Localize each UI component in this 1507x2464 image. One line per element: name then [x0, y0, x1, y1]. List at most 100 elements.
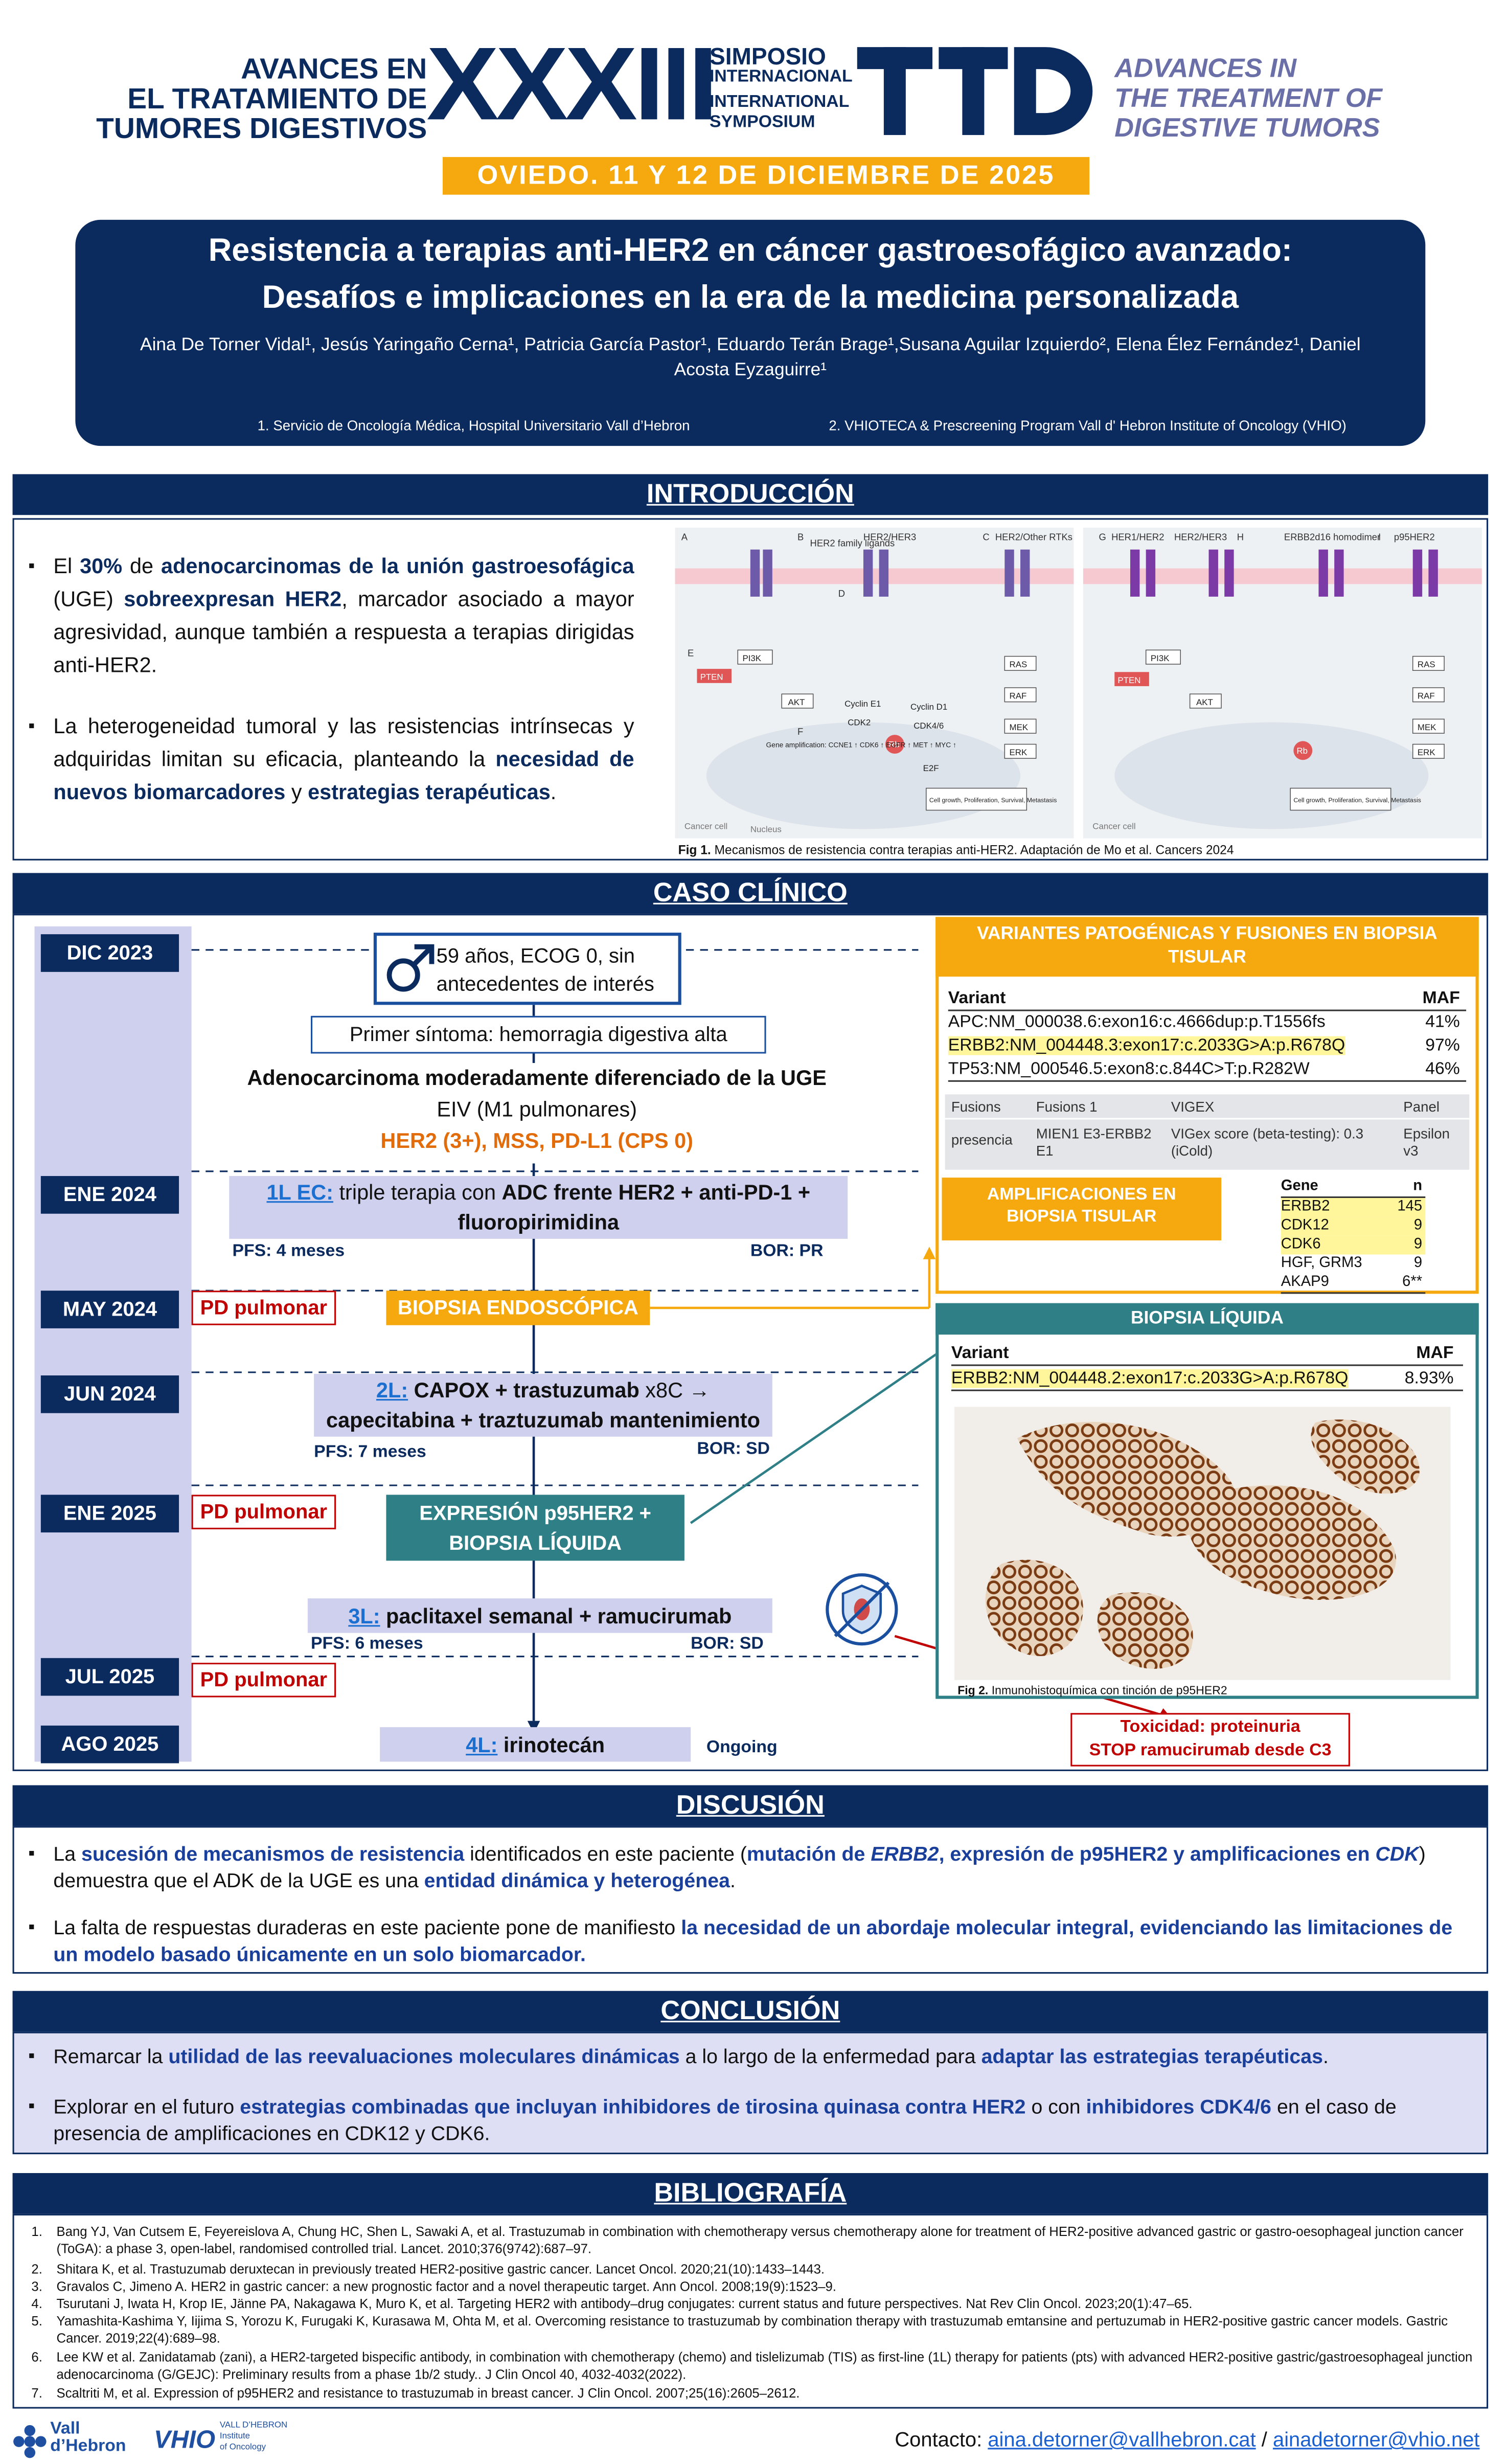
t: Inmunohistoquímica con tinción de p95HER… — [988, 1683, 1227, 1698]
ref-number: 2. — [31, 2260, 42, 2277]
discussion-heading: DISCUSIÓN — [12, 1785, 1489, 1826]
col-gene: Gene — [1281, 1178, 1318, 1195]
case-heading-text: CASO CLÍNICO — [653, 877, 848, 908]
reference-3: 3. Gravalos C, Jimeno A. HER2 in gastric … — [31, 2278, 1475, 2295]
line3-bor: BOR: SD — [691, 1634, 764, 1654]
t: La falta de respuestas duraderas en este… — [53, 1915, 681, 1939]
line1-text: 1L EC: triple terapia con ADC frente HER… — [236, 1178, 841, 1237]
t: / — [1255, 2427, 1273, 2451]
fig1-her2other: HER2/Other RTKs — [995, 531, 1072, 542]
variant-name: APC:NM_000038.6:exon16:c.4666dup:p.T1556… — [948, 1012, 1326, 1032]
header-es-line1: AVANCES EN — [241, 52, 427, 85]
discussion-bullet-2: La falta de respuestas duraderas en este… — [28, 1914, 1478, 1967]
t: triple terapia con — [333, 1181, 502, 1205]
t: , marcador asociado a mayor agresividad,… — [53, 587, 634, 677]
fig1-growth-b: Cell growth, Proliferation, Survival, Me… — [1293, 797, 1421, 804]
conclusion-bullet-1: Remarcar la utilidad de las reevaluacion… — [28, 2043, 1478, 2069]
fig1-akt-b: AKT — [1196, 697, 1213, 707]
authors: Aina De Torner Vidal¹, Jesús Yaringaño C… — [140, 336, 1361, 380]
vall-hebron-logo: Vall d’Hebron — [13, 2421, 154, 2459]
t: o con — [1025, 2094, 1086, 2118]
intro-panel — [12, 518, 1489, 861]
fig1-erk: ERK — [1010, 748, 1028, 757]
line2-bor: BOR: SD — [697, 1439, 770, 1459]
amp-gene: AKAP9 — [1281, 1273, 1329, 1291]
col-variant: Variant — [948, 989, 1006, 1008]
fig1-ras: RAS — [1010, 660, 1028, 669]
patient-text: 59 años, ECOG 0, sin antecedentes de int… — [436, 943, 654, 996]
t: 3L: — [348, 1604, 380, 1629]
fig1-label-c: C — [983, 531, 989, 542]
fig1-ras-b: RAS — [1418, 660, 1435, 669]
t: CDK — [1375, 1842, 1419, 1866]
ref-text: Gravalos C, Jimeno A. HER2 in gastric ca… — [56, 2278, 836, 2294]
ref-text: Shitara K, et al. Trastuzumab deruxtecan… — [56, 2260, 825, 2277]
toxicity-box: Toxicidad: proteinuria STOP ramucirumab … — [1070, 1713, 1350, 1767]
t: capecitabina + traztuzumab mantenimiento — [326, 1408, 760, 1432]
amp-n: 9 — [1413, 1216, 1423, 1234]
fig1-cancer-cell-b: Cancer cell — [1092, 821, 1135, 831]
patient-box: 59 años, ECOG 0, sin antecedentes de int… — [373, 933, 681, 1005]
fig1-cyclind: Cyclin D1 — [910, 702, 947, 712]
t: de — [122, 554, 161, 578]
amp-gene: HGF, GRM3 — [1281, 1254, 1362, 1272]
email-link-2[interactable]: ainadetorner@vhio.net — [1272, 2427, 1480, 2451]
ref-number: 5. — [31, 2313, 42, 2329]
pd-ene-2025: PD pulmonar — [191, 1495, 336, 1529]
t: ERBB2 — [871, 1842, 939, 1866]
ihc-image — [954, 1407, 1451, 1680]
line3-text: 3L: paclitaxel semanal + ramucirumab — [308, 1601, 772, 1631]
amplifications-header: AMPLIFICACIONES EN BIOPSIA TISULAR — [942, 1178, 1222, 1240]
date-jun-2024: JUN 2024 — [40, 1375, 179, 1413]
t: estrategias combinadas que incluyan inhi… — [240, 2094, 1026, 2118]
table-row: HGF, GRM3 9 — [1281, 1255, 1426, 1274]
variant-maf: 46% — [1425, 1059, 1460, 1079]
line1-bor: BOR: PR — [750, 1242, 824, 1261]
fus-cell: Epsilon v3 — [1403, 1125, 1450, 1159]
t: VALL D’HEBRON — [219, 2421, 288, 2431]
ref-number: 7. — [31, 2385, 42, 2401]
fig1-label-f: F — [797, 726, 803, 737]
t: 30% — [80, 554, 123, 578]
variant-maf: 41% — [1425, 1012, 1460, 1032]
biopsy-endoscopic-box: BIOPSIA ENDOSCÓPICA — [386, 1291, 650, 1325]
t: 4L: — [466, 1733, 498, 1757]
ttd-logo-icon — [857, 47, 1093, 135]
line2-pfs: PFS: 7 meses — [314, 1443, 426, 1462]
reference-5: 5.Yamashita-Kashima Y, Iijima S, Yorozu … — [31, 2313, 1475, 2346]
symposium-numeral: XXXIII — [426, 25, 718, 142]
t: Remarcar la — [53, 2044, 169, 2068]
fig1-pi3k-b: PI3K — [1151, 653, 1170, 663]
email-link-1[interactable]: aina.detorner@vallhebron.cat — [988, 2427, 1256, 2451]
col-variant: Variant — [951, 1344, 1009, 1363]
line2-text: 2L: CAPOX + trastuzumab x8C →capecitabin… — [314, 1375, 772, 1435]
fig1-label-e: E — [688, 648, 694, 659]
fig1-rb: Rb — [888, 740, 900, 750]
t: El — [53, 554, 80, 578]
case-panel — [12, 914, 1489, 1771]
amp-n: 9 — [1413, 1254, 1423, 1272]
affiliation-2: 2. VHIOTECA & Prescreening Program Vall … — [829, 417, 1346, 434]
reference-2: 2. Shitara K, et al. Trastuzumab deruxtec… — [31, 2261, 1475, 2278]
t: 1L EC: — [266, 1181, 334, 1205]
title-block: Resistencia a terapias anti-HER2 en cánc… — [75, 219, 1426, 446]
p95-liquid-biopsy-box: EXPRESIÓN p95HER2 + BIOPSIA LÍQUIDA — [386, 1495, 684, 1561]
bibliography-heading-text: BIBLIOGRAFÍA — [654, 2178, 847, 2208]
date-ago-2025: AGO 2025 — [40, 1725, 179, 1764]
fig1-her2family: HER2 family ligands — [810, 538, 895, 549]
ref-number: 3. — [31, 2278, 42, 2294]
contact-line: Contacto: aina.detorner@vallhebron.cat /… — [895, 2427, 1479, 2451]
fig1-erbb2d16: ERBB2d16 homodimer — [1284, 531, 1380, 542]
t: irinotecán — [497, 1733, 605, 1757]
liq-header-row: Variant MAF — [951, 1341, 1463, 1366]
diagnosis-line3: HER2 (3+), MSS, PD-L1 (CPS 0) — [380, 1128, 693, 1152]
variants-header-row: Variant MAF — [948, 989, 1467, 1011]
symposium-line4: SYMPOSIUM — [710, 113, 815, 132]
table-row: ERBB2:NM_004448.3:exon17:c.2033G>A:p.R67… — [948, 1035, 1466, 1058]
line3-box — [307, 1598, 772, 1633]
fig1-label-g: G — [1099, 531, 1106, 542]
toxicity-icon — [823, 1570, 901, 1649]
fus-cell: MIEN1 E3-ERBB2 E1 — [1036, 1125, 1152, 1159]
